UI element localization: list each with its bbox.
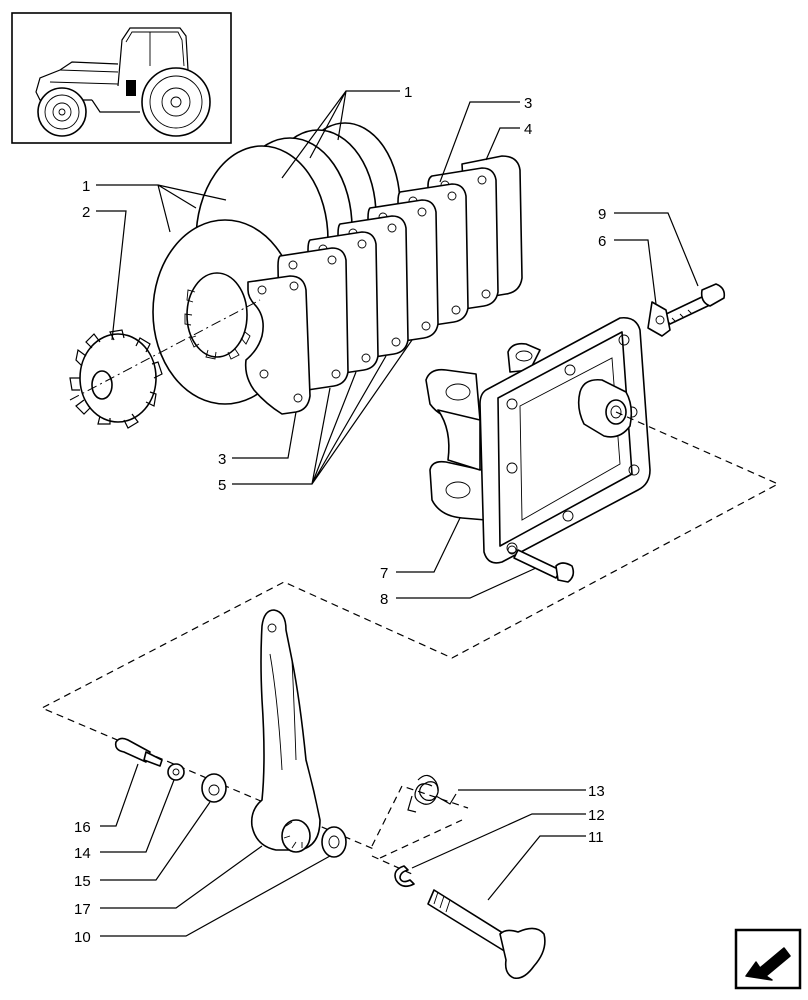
callout-3-top: 3 (524, 95, 532, 112)
callout-12: 12 (588, 807, 605, 824)
cover-bolt-part (507, 545, 575, 583)
callout-10: 10 (74, 929, 91, 946)
callout-2: 2 (82, 204, 90, 221)
pressure-plates (244, 155, 523, 415)
washer-14-part (167, 763, 185, 781)
callout-17: 17 (74, 901, 91, 918)
washer-15-part (201, 773, 227, 803)
bolt-part (661, 283, 726, 325)
callout-labels: 1 1 2 3 4 9 6 3 5 7 8 13 12 11 16 14 15 … (74, 84, 606, 946)
callout-16: 16 (74, 819, 91, 836)
callout-8: 8 (380, 591, 388, 608)
callout-1-top: 1 (404, 84, 412, 101)
callout-1-left: 1 (82, 178, 90, 195)
spring-13-part (407, 774, 457, 813)
callout-6: 6 (598, 233, 606, 250)
next-page-arrow-icon[interactable] (734, 928, 802, 990)
callout-15: 15 (74, 873, 91, 890)
bolt-16-part (114, 737, 163, 767)
brake-cover-housing (425, 316, 651, 564)
callout-3-bottom: 3 (218, 451, 226, 468)
callout-5: 5 (218, 477, 226, 494)
callout-7: 7 (380, 565, 388, 582)
gear-part (69, 329, 163, 429)
washer-10-part (321, 826, 347, 858)
callout-9: 9 (598, 206, 606, 223)
tractor-thumbnail-icon (11, 12, 232, 144)
callout-11: 11 (588, 829, 604, 846)
lock-washer-part (647, 301, 671, 337)
snap-ring-12-part (394, 865, 415, 888)
callout-14: 14 (74, 845, 91, 862)
callout-4: 4 (524, 121, 532, 138)
brake-lever-part (250, 609, 321, 853)
callout-13: 13 (588, 783, 605, 800)
leader-lines (96, 90, 699, 937)
shaft-lever-11-part (427, 889, 546, 980)
